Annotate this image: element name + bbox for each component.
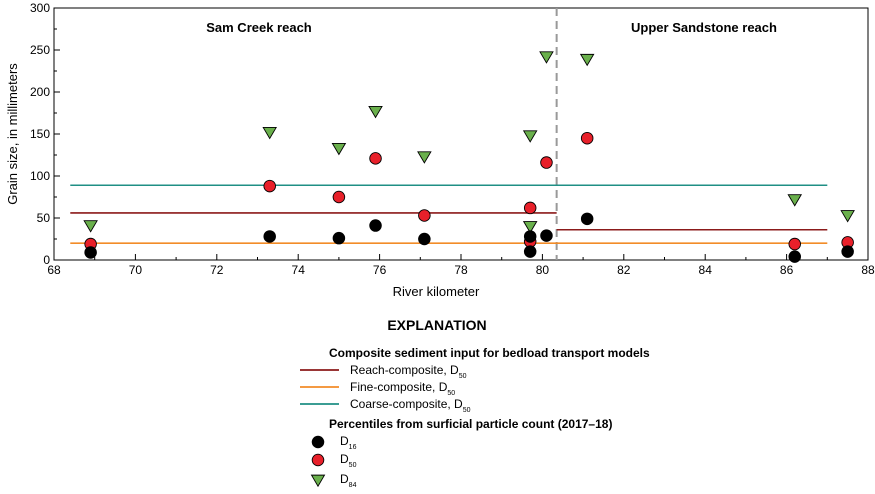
data-point-d84 (262, 126, 277, 140)
x-tick-label: 70 (129, 263, 143, 277)
plot-frame (53, 7, 869, 261)
x-tick-label: 74 (292, 263, 306, 277)
legend-line-label: Reach-composite, D50 (350, 363, 467, 380)
y-tick-label: 300 (30, 1, 50, 15)
legend-marker-d84 (310, 474, 326, 488)
data-point-d84 (840, 210, 855, 223)
data-point-d16 (841, 245, 854, 258)
data-point-d50 (788, 237, 801, 251)
y-tick-label: 100 (30, 169, 50, 183)
legend-marker-label: D84 (340, 472, 357, 489)
legend-line-label: Coarse-composite, D50 (350, 397, 471, 414)
data-point-d50 (418, 209, 431, 222)
y-tick-label: 200 (30, 85, 50, 99)
data-point-d84 (331, 142, 347, 156)
y-tick-label: 250 (30, 43, 50, 57)
data-point-d84 (368, 105, 383, 119)
data-point-d50 (580, 131, 594, 145)
y-axis-label: Grain size, in millimeters (5, 63, 20, 205)
reach-label-sam-creek: Sam Creek reach (206, 20, 312, 35)
legend-line-label: Fine-composite, D50 (350, 380, 455, 397)
data-point-d50 (369, 152, 382, 165)
data-point-d84 (522, 221, 538, 234)
data-point-d16 (332, 231, 346, 245)
y-tick-label: 150 (30, 127, 50, 141)
x-tick-label: 78 (454, 263, 468, 277)
legend-title: EXPLANATION (387, 317, 486, 333)
data-point-d16 (540, 229, 553, 242)
data-point-d84 (522, 130, 538, 143)
x-tick-label: 80 (536, 263, 550, 277)
data-point-d84 (539, 51, 554, 64)
y-tick-label: 50 (37, 211, 51, 225)
data-point-d16 (788, 250, 801, 263)
data-point-d84 (579, 53, 595, 67)
x-tick-label: 68 (47, 263, 61, 277)
data-point-d16 (84, 246, 97, 259)
legend-marker-section-title: Percentiles from surficial particle coun… (329, 417, 612, 431)
x-tick-label: 84 (699, 263, 713, 277)
data-point-d16 (418, 232, 431, 246)
data-point-d50 (263, 179, 276, 193)
reach-label-upper-sandstone: Upper Sandstone reach (631, 20, 777, 35)
x-tick-label: 86 (780, 263, 794, 277)
data-point-d16 (580, 212, 594, 226)
x-tick-label: 76 (373, 263, 387, 277)
x-axis-label: River kilometer (393, 284, 480, 299)
legend: EXPLANATION Composite sediment input for … (300, 317, 650, 489)
plot-area: 68 70 72 74 76 78 80 82 84 86 88 0 50 100 150 200 250 300… (5, 1, 875, 299)
x-tick-label: 88 (861, 263, 875, 277)
data-point-d50 (332, 190, 346, 204)
x-tick-label: 82 (617, 263, 631, 277)
data-point-d16 (263, 230, 276, 243)
legend-marker-d16 (311, 435, 325, 449)
data-point-d16 (523, 230, 537, 243)
y-tick-label: 0 (43, 253, 50, 267)
data-point-d16 (369, 219, 382, 232)
legend-line-section-title: Composite sediment input for bedload tra… (329, 346, 650, 360)
x-tick-label: 72 (210, 263, 224, 277)
data-point-d50 (523, 201, 537, 215)
data-point-d84 (787, 194, 803, 207)
data-point-d84 (83, 220, 98, 233)
data-point-d16 (523, 245, 537, 258)
legend-marker-label: D16 (340, 434, 357, 451)
legend-marker-d50 (311, 453, 325, 467)
data-point-d84 (417, 151, 432, 164)
data-point-d50 (540, 156, 553, 169)
legend-marker-label: D50 (340, 452, 357, 469)
